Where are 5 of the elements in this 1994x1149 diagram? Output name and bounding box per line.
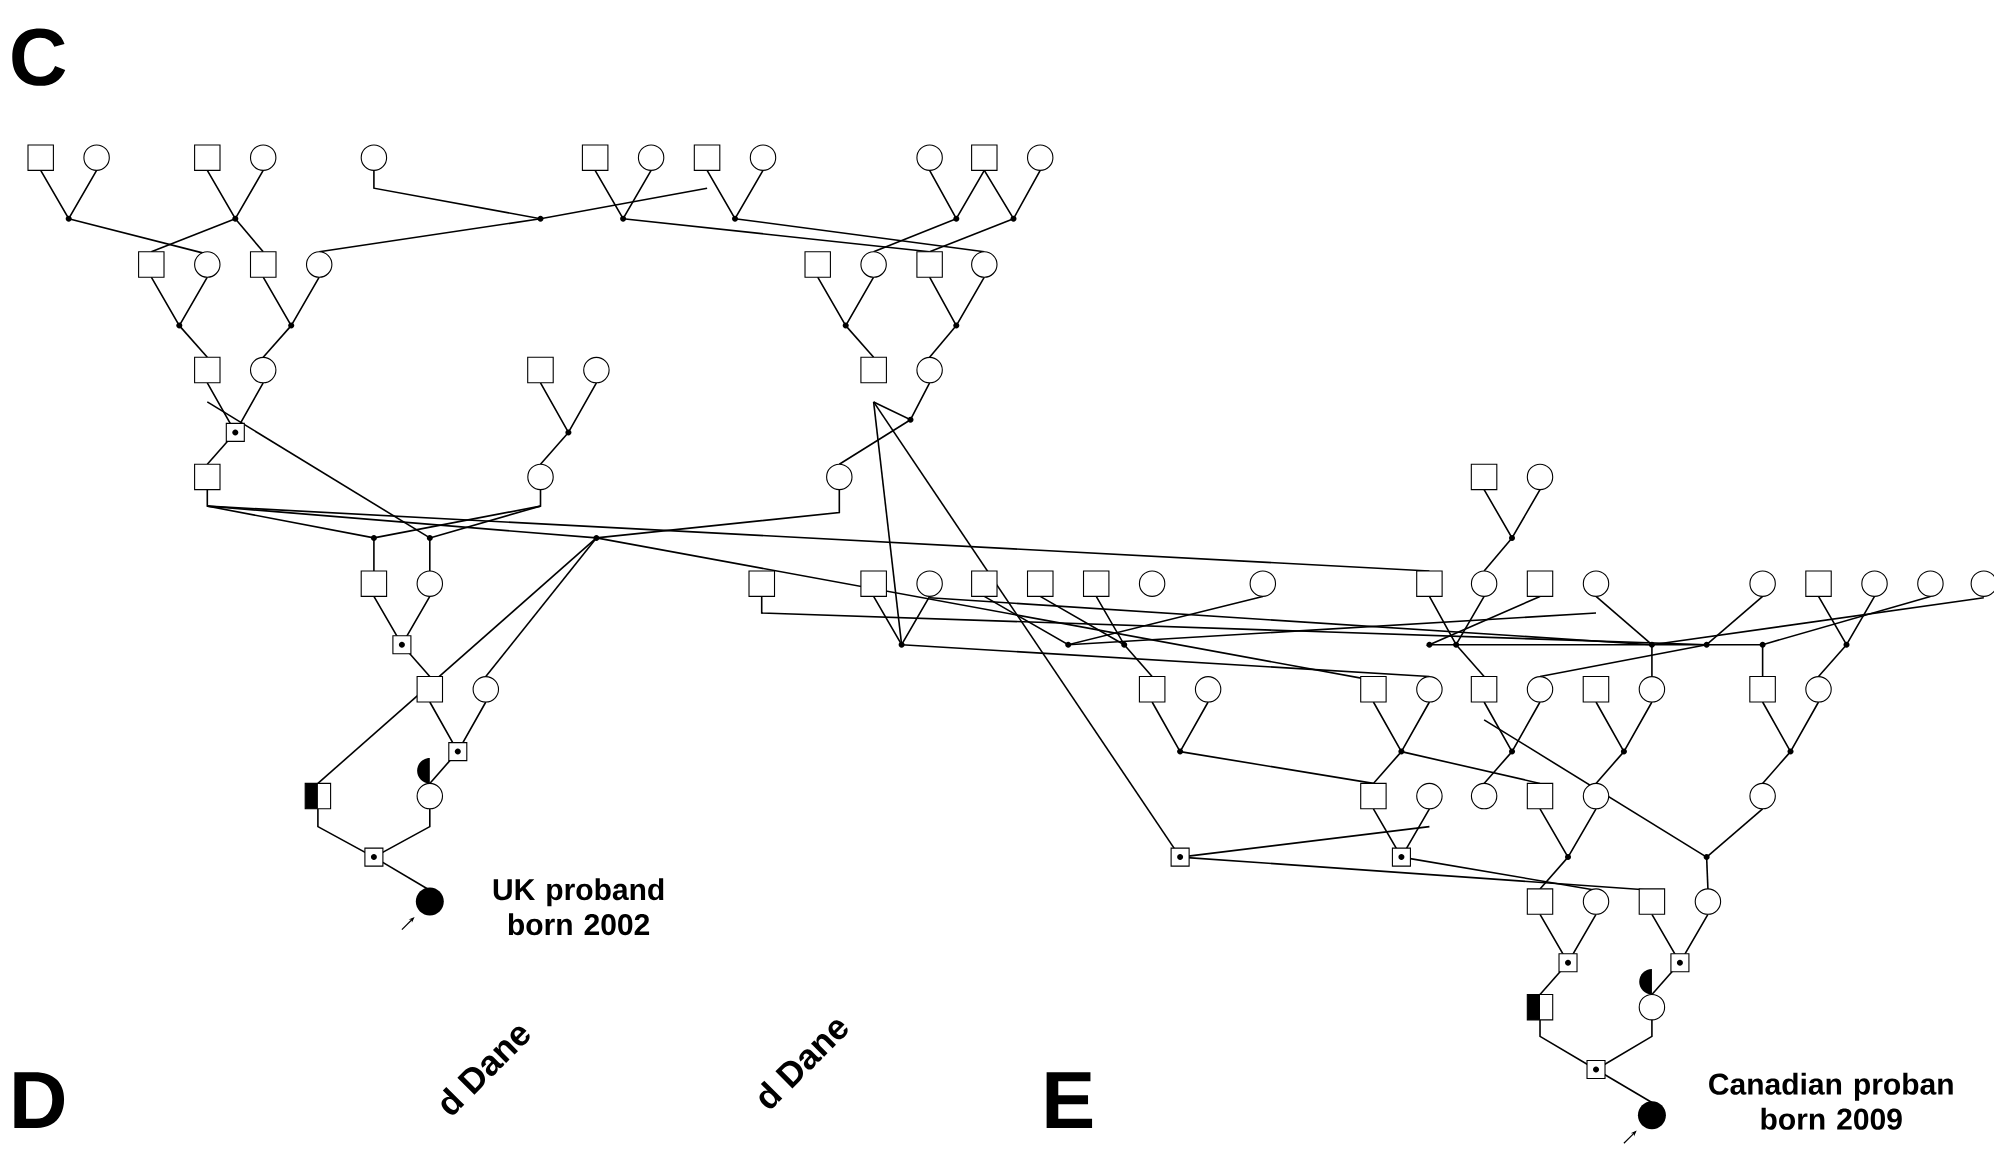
proband-caption: Canadian proban born 2009 bbox=[1709, 1072, 1953, 1130]
panel-letter: D bbox=[14, 1072, 65, 1128]
panel-letter: C bbox=[12, 28, 66, 86]
proband-caption: UK proband born 2002 bbox=[493, 878, 664, 936]
panel-letter: E bbox=[1046, 1072, 1093, 1128]
